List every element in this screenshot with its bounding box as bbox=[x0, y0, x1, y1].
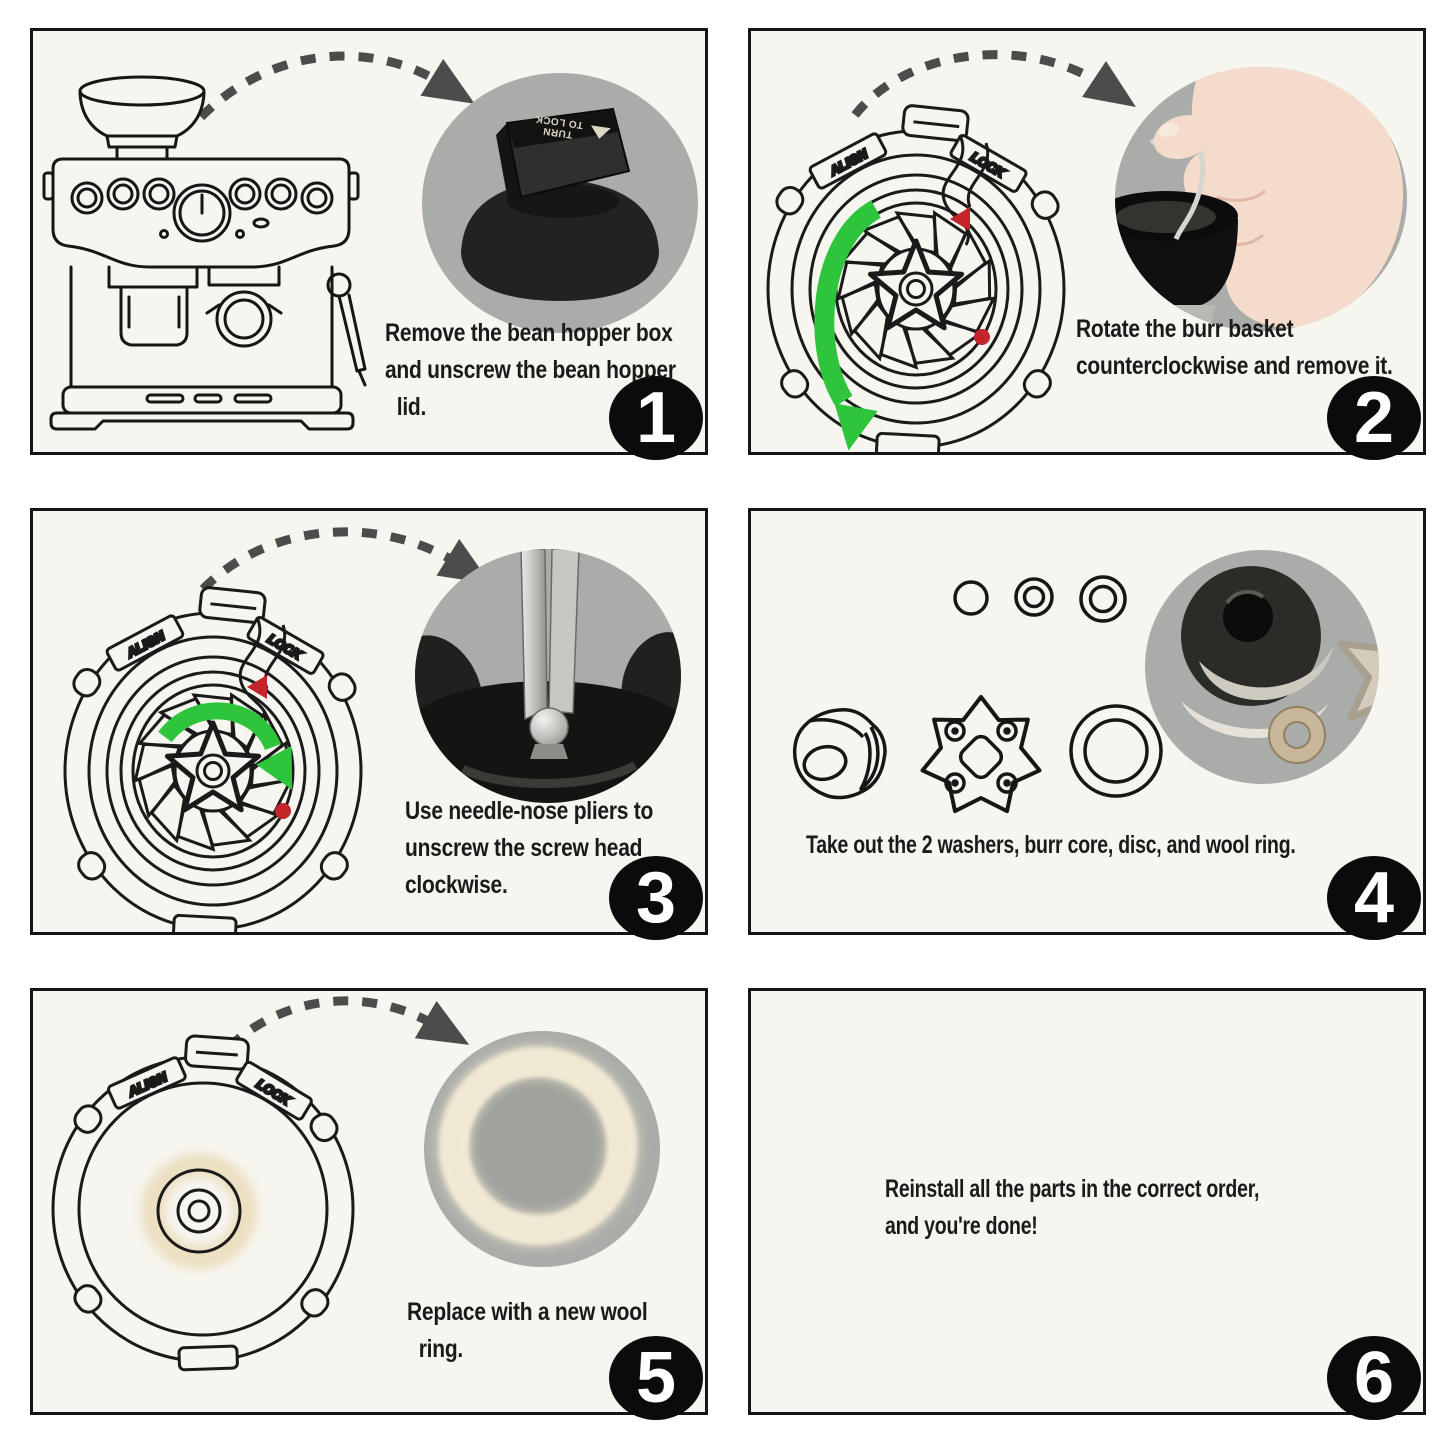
step-number-badge: 2 bbox=[1327, 376, 1421, 460]
step-3-panel: ALIGN LOCK bbox=[30, 508, 708, 940]
caption-line: Take out the 2 washers, burr core, disc,… bbox=[806, 831, 1296, 859]
caption-line: unscrew the screw head bbox=[405, 834, 643, 862]
caption-line: counterclockwise and remove it. bbox=[1076, 352, 1393, 380]
burr-basket-photo bbox=[1115, 67, 1407, 331]
step-1-panel: TURN TO LOCK Remove the bean hopper box … bbox=[30, 28, 708, 460]
step-caption: Replace with a new wool ring. bbox=[407, 1294, 648, 1368]
caption-line: lid. bbox=[396, 393, 427, 421]
pliers-jaw-shape bbox=[548, 549, 580, 714]
caption-line: ring. bbox=[418, 1335, 464, 1363]
ccw-rotation-arrowhead-icon bbox=[834, 403, 878, 451]
wool-ring-drawing bbox=[1069, 704, 1163, 798]
red-pointer-triangle bbox=[247, 675, 267, 699]
pliers-jaw-shape bbox=[520, 549, 548, 721]
dashed-arrow-icon bbox=[851, 50, 1136, 118]
step-number-badge: 6 bbox=[1327, 1336, 1421, 1420]
adjust-channel-line bbox=[966, 142, 990, 208]
step-number-badge: 4 bbox=[1327, 856, 1421, 940]
washer-drawing-2 bbox=[1014, 577, 1054, 617]
espresso-machine-drawing bbox=[42, 75, 367, 431]
caption-line: Rotate the burr basket bbox=[1076, 315, 1294, 343]
burr-core-drawing bbox=[792, 707, 887, 800]
wool-ring-photo bbox=[424, 1031, 660, 1267]
step-3-illustration: ALIGN LOCK bbox=[63, 527, 681, 932]
screw-head-shape bbox=[529, 707, 569, 747]
burr-disc-drawing bbox=[920, 695, 1042, 814]
step-number-badge: 5 bbox=[609, 1336, 703, 1420]
caption-line: and you're done! bbox=[885, 1212, 1038, 1240]
ccw-rotation-arrow-icon bbox=[814, 200, 882, 407]
dashed-arrow-icon bbox=[225, 996, 470, 1051]
step-2-panel: ALIGN LOCK bbox=[748, 28, 1426, 460]
step-1-illustration: TURN TO LOCK bbox=[42, 51, 698, 431]
grinder-top-view-drawing: ALIGN LOCK bbox=[766, 104, 1066, 452]
step-number-badge: 3 bbox=[609, 856, 703, 940]
red-pointer-triangle bbox=[950, 207, 970, 231]
red-position-dot bbox=[275, 803, 291, 819]
red-position-dot bbox=[974, 329, 990, 345]
align-label: ALIGN bbox=[105, 614, 185, 672]
caption-line: Remove the bean hopper box bbox=[385, 319, 673, 347]
step-caption: Take out the 2 washers, burr core, disc,… bbox=[806, 827, 1296, 864]
cw-rotation-arrow-icon bbox=[158, 702, 281, 751]
step-caption: Rotate the burr basket counterclockwise … bbox=[1076, 311, 1393, 385]
hand-photo-shape bbox=[1183, 67, 1403, 328]
star-hub-drawing bbox=[867, 238, 965, 331]
align-label: ALIGN bbox=[107, 1056, 187, 1110]
caption-line: Replace with a new wool bbox=[407, 1298, 648, 1326]
grinder-top-view-drawing: ALIGN LOCK bbox=[63, 586, 363, 932]
burr-core-star-shape bbox=[1337, 607, 1379, 735]
dashed-arrow-icon bbox=[197, 51, 475, 121]
step-4-illustration bbox=[792, 550, 1379, 814]
caption-line: Use needle-nose pliers to bbox=[405, 797, 654, 825]
step-caption: Use needle-nose pliers to unscrew the sc… bbox=[405, 793, 653, 904]
step-2-illustration: ALIGN LOCK bbox=[766, 50, 1407, 452]
washer-drawing-1 bbox=[953, 580, 989, 616]
hopper-lid-photo: TURN TO LOCK bbox=[422, 73, 698, 333]
step-4-panel: Take out the 2 washers, burr core, disc,… bbox=[748, 508, 1426, 940]
turn-text: TURN bbox=[542, 125, 573, 140]
lock-arrow-icon bbox=[591, 125, 611, 139]
pliers-photo bbox=[415, 549, 681, 803]
step-5-panel: ALIGN LOCK Replace with a new wool bbox=[30, 988, 708, 1420]
step-5-illustration: ALIGN LOCK bbox=[51, 996, 660, 1372]
grinder-with-wool-ring-drawing: ALIGN LOCK bbox=[51, 1034, 355, 1372]
washer-drawing-3 bbox=[1079, 575, 1127, 623]
caption-line: and unscrew the bean hopper bbox=[385, 356, 676, 384]
caption-line: clockwise. bbox=[405, 871, 508, 899]
step-caption: Remove the bean hopper box and unscrew t… bbox=[385, 315, 676, 426]
burr-core-photo bbox=[1145, 550, 1379, 784]
align-label: ALIGN bbox=[808, 132, 888, 190]
step-6-panel: Reinstall all the parts in the correct o… bbox=[748, 988, 1426, 1420]
adjust-channel-line bbox=[238, 616, 267, 728]
star-hub-drawing bbox=[164, 720, 262, 813]
new-wool-ring-shape bbox=[141, 1153, 257, 1269]
caption-line: Reinstall all the parts in the correct o… bbox=[885, 1175, 1260, 1203]
step-number-badge: 1 bbox=[609, 376, 703, 460]
dashed-arrow-icon bbox=[199, 527, 491, 593]
step-caption: Reinstall all the parts in the correct o… bbox=[885, 1171, 1259, 1245]
cw-rotation-arrowhead-icon bbox=[256, 745, 293, 790]
